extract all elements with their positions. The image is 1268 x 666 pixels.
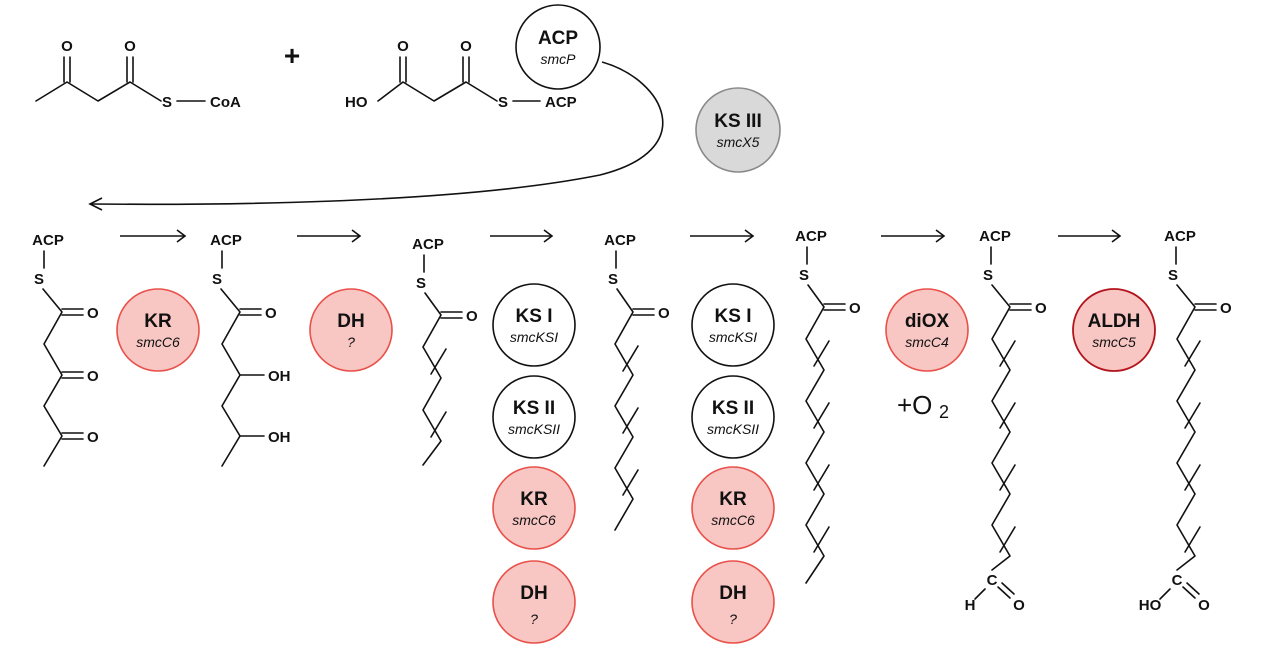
enzyme-ks-i-b: KS I smcKSI (691, 283, 775, 367)
enzyme-dh-b: DH ? (691, 560, 775, 644)
enzyme-kr-a: KR smcC6 (492, 466, 576, 550)
enzyme-gene: smcC5 (1092, 334, 1136, 350)
oxygen-label: O (397, 38, 409, 55)
hydroxyl-label: OH (268, 368, 291, 385)
enzyme-name: diOX (905, 311, 950, 332)
acp-label: ACP (545, 94, 577, 111)
o2-subscript: 2 (939, 402, 949, 422)
sulfur-label: S (608, 271, 618, 288)
malonyl-acp: HO O O S ACP (345, 38, 577, 111)
enzyme-gene: ? (347, 334, 355, 350)
step-arrows (120, 229, 1122, 243)
enzyme-gene: smcC6 (136, 334, 180, 350)
molecule-2: ACP S O OH OH (210, 232, 291, 467)
oxygen-label: O (1013, 597, 1025, 614)
oxygen-label: O (1035, 300, 1047, 317)
enzyme-name: KS I (715, 306, 752, 327)
enzyme-gene: smcP (541, 51, 577, 67)
acp-label: ACP (795, 228, 827, 245)
acp-label: ACP (412, 236, 444, 253)
oxygen-label: O (87, 368, 99, 385)
enzyme-name: KS II (513, 398, 555, 419)
molecule-6: ACP S C H O O (965, 228, 1047, 614)
enzyme-name: KS III (714, 111, 762, 132)
enzyme-dh-a: DH ? (492, 560, 576, 644)
oxygen-label: O (1220, 300, 1232, 317)
molecule-1: ACP S O O O (32, 232, 99, 467)
enzyme-name: KR (144, 311, 172, 332)
sulfur-label: S (162, 94, 172, 111)
enzyme-gene: ? (729, 611, 737, 627)
enzyme-gene: smcKSII (508, 421, 560, 437)
enzyme-gene: smcC4 (905, 334, 949, 350)
sulfur-label: S (34, 271, 44, 288)
hydroxyl-label: OH (268, 429, 291, 446)
enzyme-gene: ? (530, 611, 538, 627)
enzyme-acp: ACP smcP (515, 4, 601, 90)
enzyme-ks-ii-b: KS II smcKSII (691, 375, 775, 459)
enzyme-kr-1: KR smcC6 (116, 288, 200, 372)
hydroxyl-label: HO (1139, 597, 1162, 614)
enzyme-diox: diOX smcC4 (885, 288, 969, 372)
oxygen-label: O (87, 305, 99, 322)
carbon-label: C (1172, 572, 1183, 589)
enzyme-gene: smcC6 (711, 512, 755, 528)
sulfur-label: S (799, 267, 809, 284)
enzyme-name: KR (520, 489, 548, 510)
sulfur-label: S (983, 267, 993, 284)
enzyme-gene: smcKSII (707, 421, 759, 437)
oxygen-label: O (61, 38, 73, 55)
enzyme-name: ALDH (1088, 311, 1141, 332)
sulfur-label: S (416, 275, 426, 292)
oxygen-label: O (466, 308, 478, 325)
enzyme-name: ACP (538, 28, 578, 49)
condensation-arrow (88, 61, 664, 211)
sulfur-label: S (212, 271, 222, 288)
coa-label: CoA (210, 94, 241, 111)
oxygen-label: O (124, 38, 136, 55)
acetoacetyl-coa: O O S CoA (35, 38, 241, 111)
enzyme-name: DH (719, 583, 746, 604)
oxygen-label: O (849, 300, 861, 317)
oxygen-cofactor: +O 2 (897, 390, 949, 422)
enzyme-name: DH (520, 583, 547, 604)
oxygen-label: O (658, 305, 670, 322)
oxygen-label: O (1198, 597, 1210, 614)
acp-label: ACP (32, 232, 64, 249)
plus-sign: + (284, 40, 300, 71)
molecule-5: ACP S O (795, 228, 861, 584)
enzyme-dh-1: DH ? (309, 288, 393, 372)
molecule-7: ACP S C HO O O (1139, 228, 1232, 614)
sulfur-label: S (1168, 267, 1178, 284)
enzyme-name: DH (337, 311, 364, 332)
hydrogen-label: H (965, 597, 976, 614)
o2-main: +O (897, 390, 932, 420)
enzyme-aldh: ALDH smcC5 (1072, 288, 1156, 372)
oxygen-label: O (265, 305, 277, 322)
enzyme-ks-iii: KS III smcX5 (695, 87, 781, 173)
enzyme-kr-b: KR smcC6 (691, 466, 775, 550)
enzyme-gene: smcX5 (717, 134, 760, 150)
enzyme-ks-ii-a: KS II smcKSII (492, 375, 576, 459)
enzyme-name: KS I (516, 306, 553, 327)
molecule-3: ACP S O (412, 236, 478, 466)
enzyme-name: KS II (712, 398, 754, 419)
enzyme-gene: smcKSI (709, 329, 757, 345)
enzyme-name: KR (719, 489, 747, 510)
acp-label: ACP (1164, 228, 1196, 245)
enzyme-gene: smcKSI (510, 329, 558, 345)
molecule-4: ACP S O (604, 232, 670, 531)
enzyme-ks-i-a: KS I smcKSI (492, 283, 576, 367)
hydroxyl-label: HO (345, 94, 368, 111)
acp-label: ACP (979, 228, 1011, 245)
acp-label: ACP (604, 232, 636, 249)
enzyme-gene: smcC6 (512, 512, 556, 528)
acp-label: ACP (210, 232, 242, 249)
carbon-label: C (987, 572, 998, 589)
sulfur-label: S (498, 94, 508, 111)
oxygen-label: O (460, 38, 472, 55)
oxygen-label: O (87, 429, 99, 446)
